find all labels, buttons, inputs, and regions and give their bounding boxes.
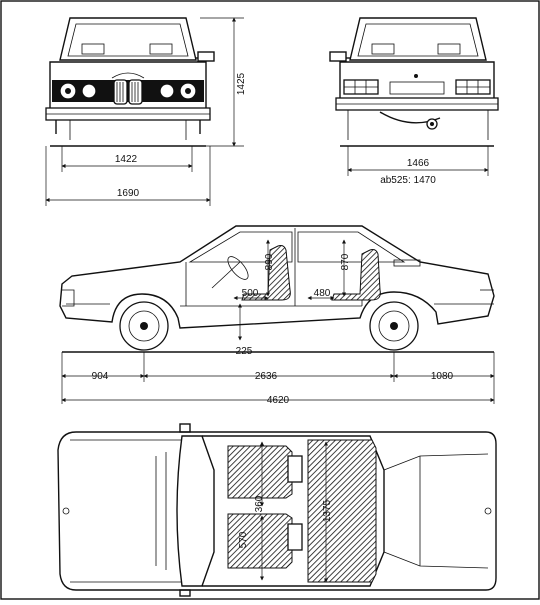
dim-front-track: 1422: [61, 146, 193, 172]
label-rear-track-alt: ab525: 1470: [380, 175, 436, 186]
label-wheelbase: 2636: [255, 371, 278, 382]
label-overall-length: 4620: [267, 395, 290, 406]
label-rear-overhang: 1080: [431, 371, 454, 382]
label-legroom-front: 500: [242, 288, 259, 299]
dim-overall-width: 1690: [45, 146, 211, 206]
label-front-seat-depth: 570: [238, 531, 249, 548]
label-rear-track: 1466: [407, 158, 430, 169]
label-front-height: 1425: [236, 72, 247, 95]
top-view: [57, 423, 497, 597]
label-headroom-front: 890: [264, 253, 275, 270]
dim-front-height: 1425: [200, 17, 247, 147]
label-front-overhang: 904: [92, 371, 109, 382]
label-headroom-rear: 870: [340, 253, 351, 270]
label-seat-height: 225: [236, 346, 253, 357]
label-legroom-rear: 480: [314, 288, 331, 299]
dim-length-chain: [61, 352, 495, 404]
dim-rear-track: 1466 ab525: 1470: [347, 146, 489, 186]
label-rear-seat-width: 1375: [322, 499, 333, 522]
label-front-seat-width: 360: [254, 495, 265, 512]
front-view: [45, 17, 215, 147]
label-overall-width: 1690: [117, 188, 140, 199]
label-front-track: 1422: [115, 154, 138, 165]
rear-view: [329, 17, 499, 147]
side-view: [59, 225, 495, 353]
